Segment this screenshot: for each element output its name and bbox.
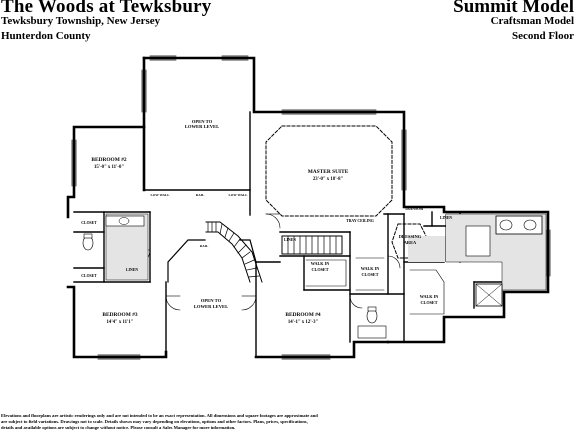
dressing-area-label-2: AREA (404, 240, 417, 245)
closet-label-a: CLOSET (81, 221, 97, 225)
walk-in-closet-b-2: CLOSET (362, 272, 379, 277)
closet-shelving (305, 257, 445, 315)
disclaimer: Elevations and floorplans are artistic r… (1, 413, 575, 431)
tray-ceiling-outline (265, 125, 393, 217)
open-to-lower-level-upper-2: LOWER LEVEL (185, 124, 219, 129)
walk-in-closet-c: WALK IN (420, 294, 439, 299)
bedroom-3-dims: 14'4" x 11'1" (107, 320, 134, 325)
community-title: The Woods at Tewksbury (1, 0, 212, 17)
disclaimer-line-1: Elevations and floorplans are artistic r… (1, 413, 318, 418)
transom-label: TRANSOM (405, 207, 424, 211)
bedroom-4-label: BEDROOM #4 (285, 312, 320, 318)
linen-label-c: LINEN (440, 216, 452, 220)
stairs (205, 221, 343, 283)
walk-in-closet-b: WALK IN (361, 266, 380, 271)
open-to-lower-level-upper: OPEN TO (192, 119, 213, 124)
county-line: Hunterdon County (1, 30, 91, 42)
master-suite-label: MASTER SUITE (308, 169, 349, 175)
linen-label-a: LINEN (126, 268, 138, 272)
bath-tile (82, 213, 547, 339)
exterior-walls (66, 56, 550, 359)
disclaimer-line-2: are subject to field variations. Drawing… (1, 419, 308, 424)
disclaimer-line-3: details and available options are subjec… (1, 425, 236, 430)
walk-in-closet-a-2: CLOSET (312, 267, 329, 272)
walk-in-closet-a: WALK IN (311, 261, 330, 266)
floor-plan: OPEN TO LOWER LEVEL BEDROOM #2 15'-0" x … (66, 55, 551, 360)
master-suite-dims: 23'-0" x 18'-8" (313, 177, 344, 182)
rail-label: RAIL (200, 244, 209, 248)
floor-label: Second Floor (511, 30, 574, 42)
location-line: Tewksbury Township, New Jersey (1, 15, 161, 27)
closet-label-b: CLOSET (81, 274, 97, 278)
upper-open-area (167, 239, 257, 283)
open-to-lower-level-lower-2: LOWER LEVEL (194, 304, 228, 309)
low-wall-label-a: LOW WALL (151, 193, 171, 197)
bedroom-3-label: BEDROOM #3 (102, 312, 137, 318)
bedroom-4-dims: 14'-1" x 12'-3" (288, 320, 319, 325)
windows (71, 55, 551, 360)
bedroom-2-label: BEDROOM #2 (91, 157, 126, 163)
low-wall-label-b: LOW WALL (229, 193, 249, 197)
rail-label-b: RAIL (196, 193, 205, 197)
walk-in-closet-c-2: CLOSET (421, 300, 438, 305)
linen-label-b: LINEN (284, 238, 296, 242)
dressing-area-label: DRESSING (399, 234, 422, 239)
model-name: Summit Model (453, 0, 574, 17)
bedroom-2-dims: 15'-0" x 11'-0" (94, 165, 124, 170)
model-style: Craftsman Model (490, 15, 574, 27)
tray-ceiling-label: TRAY CEILING (346, 219, 374, 223)
open-to-lower-level-lower: OPEN TO (201, 298, 222, 303)
